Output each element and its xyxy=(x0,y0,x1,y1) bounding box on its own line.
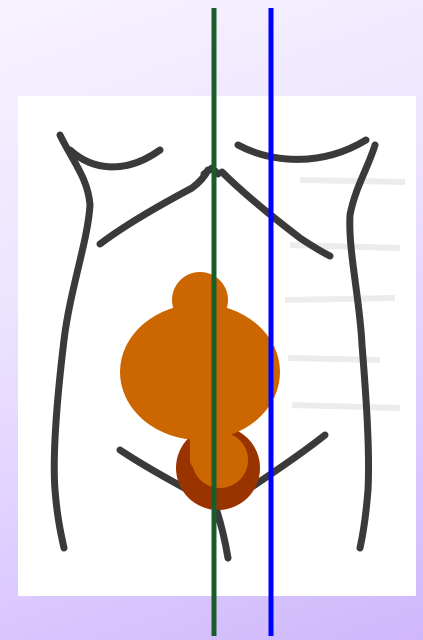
right-chest-curve xyxy=(238,140,366,159)
right-costal-margin xyxy=(222,172,330,256)
pubic-line xyxy=(215,505,228,558)
uterus-lower-segment xyxy=(192,432,248,488)
left-body-contour xyxy=(54,135,90,548)
left-costal-margin xyxy=(100,170,208,244)
uterus-body xyxy=(120,304,280,440)
right-body-contour xyxy=(350,145,375,548)
left-chest-curve xyxy=(70,150,160,167)
background-texture xyxy=(285,180,405,408)
